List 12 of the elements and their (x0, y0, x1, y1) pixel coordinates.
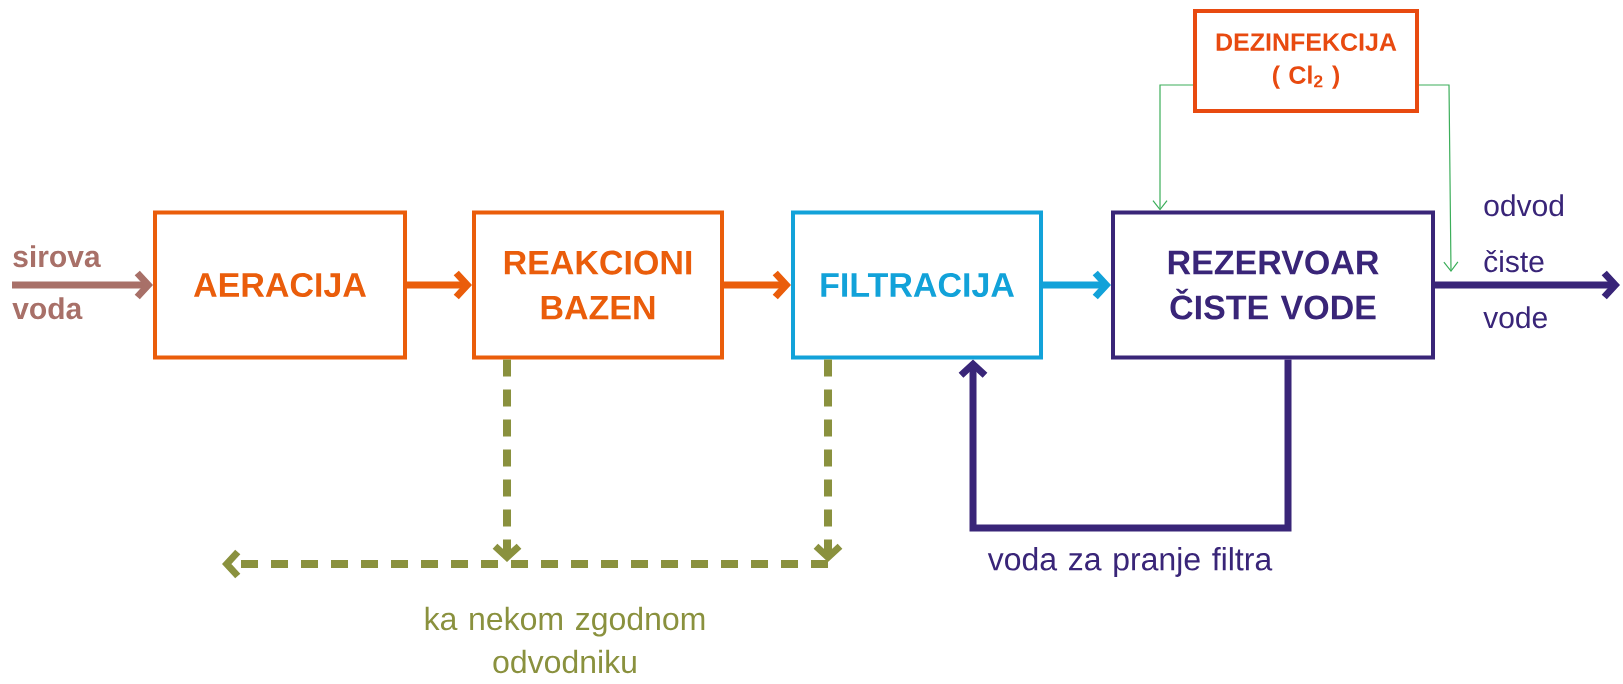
edge-label: ka nekom zgodnom odvodniku (425, 606, 705, 674)
process-box: REZERVOAR ČISTE VODE (1111, 210, 1435, 360)
process-box: REAKCIONI BAZEN (472, 210, 724, 360)
process-box: FILTRACIJA (791, 210, 1043, 360)
edge-label: sirova voda (12, 245, 101, 320)
edge-label: odvod čiste vode (1483, 194, 1563, 329)
process-box: DEZINFEKCIJA ( Cl$_{2}$ ) (1193, 9, 1419, 113)
process-box: AERACIJA (153, 210, 407, 360)
arrow (1152, 84, 1194, 211)
dashed-arrow (222, 549, 828, 579)
edge-label: voda za pranje filtra (987, 547, 1273, 577)
arrow (1418, 84, 1459, 272)
